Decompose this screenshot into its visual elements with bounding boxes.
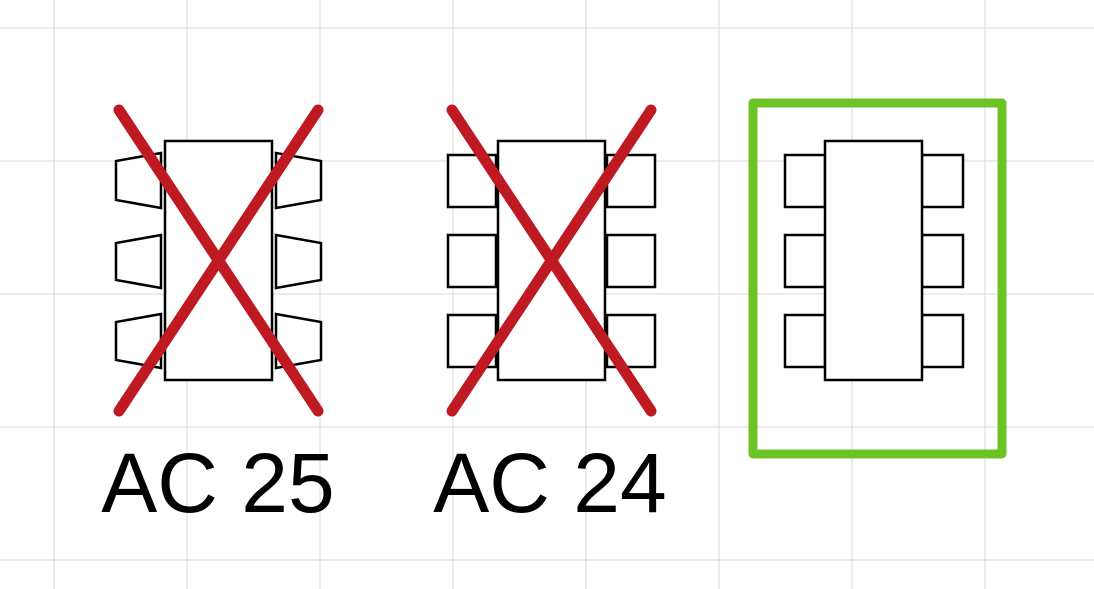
pad-right-2 bbox=[605, 233, 657, 289]
ic-footprint-square-pads-icon bbox=[783, 139, 965, 382]
component-label: AC 25 bbox=[101, 436, 334, 530]
pad-right-1 bbox=[920, 153, 965, 209]
pad-right-3 bbox=[920, 313, 965, 369]
pad-left-2 bbox=[446, 233, 498, 289]
pad-left-1 bbox=[783, 153, 827, 209]
component-ac25: AC 25 bbox=[101, 104, 335, 530]
pad-right-1 bbox=[274, 151, 323, 210]
pad-right-2 bbox=[920, 233, 965, 289]
component-ac24: AC 24 bbox=[433, 104, 667, 530]
pad-left-2 bbox=[783, 233, 827, 289]
accept-frame-icon bbox=[748, 98, 1007, 459]
pad-left-3 bbox=[783, 313, 827, 369]
pad-left-1 bbox=[114, 151, 163, 210]
component-label: AC 24 bbox=[433, 436, 666, 530]
component-accepted bbox=[748, 98, 1007, 459]
pad-left-2 bbox=[114, 233, 163, 290]
ic-body bbox=[823, 139, 924, 382]
reject-x-icon bbox=[446, 104, 657, 417]
pad-right-2 bbox=[274, 233, 323, 290]
reject-x-icon bbox=[113, 104, 324, 417]
